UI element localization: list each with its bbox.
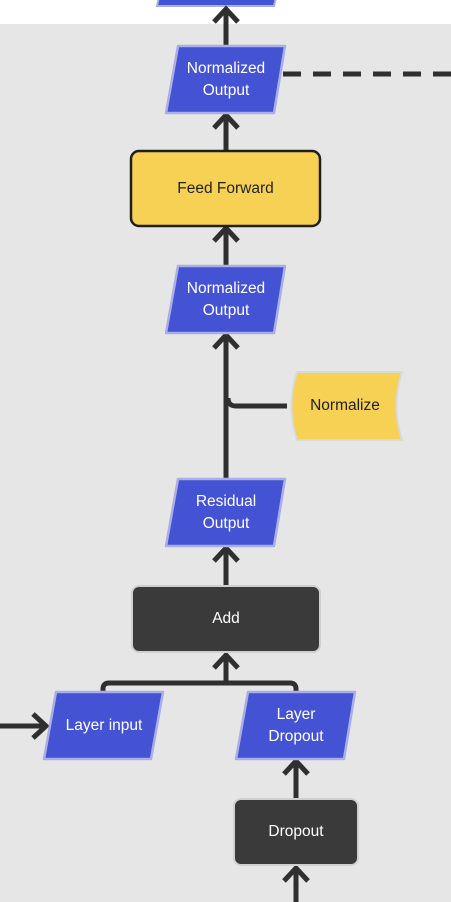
arrowhead-residual-to-norm-mid <box>212 331 240 350</box>
offscreen-node-top <box>155 0 277 7</box>
arrowhead-merge-into-add <box>212 651 240 670</box>
arrowhead-incoming-to-layer-input <box>31 712 50 740</box>
node-layer-dropout[interactable] <box>234 690 357 761</box>
node-layer-input[interactable] <box>42 690 165 761</box>
arrowhead-norm-mid-to-ff <box>212 224 240 243</box>
node-feed-forward[interactable] <box>129 149 322 228</box>
connector-normalize-branch <box>225 397 287 409</box>
arrowhead-incoming-to-dropout <box>282 864 310 883</box>
node-normalized-output-top[interactable] <box>164 44 287 115</box>
node-normalize[interactable] <box>290 371 404 441</box>
arrowhead-add-to-residual <box>212 544 240 563</box>
node-residual-output[interactable] <box>164 477 287 548</box>
arrowhead-dropout-to-layer-dropout <box>282 757 310 776</box>
connector-merge-into-add <box>100 680 299 692</box>
arrowhead-ff-to-norm-top <box>212 111 240 130</box>
node-normalized-output-mid[interactable] <box>164 264 287 335</box>
arrowhead-top-out <box>212 5 240 24</box>
node-add[interactable] <box>131 585 321 653</box>
node-dropout[interactable] <box>233 798 359 866</box>
